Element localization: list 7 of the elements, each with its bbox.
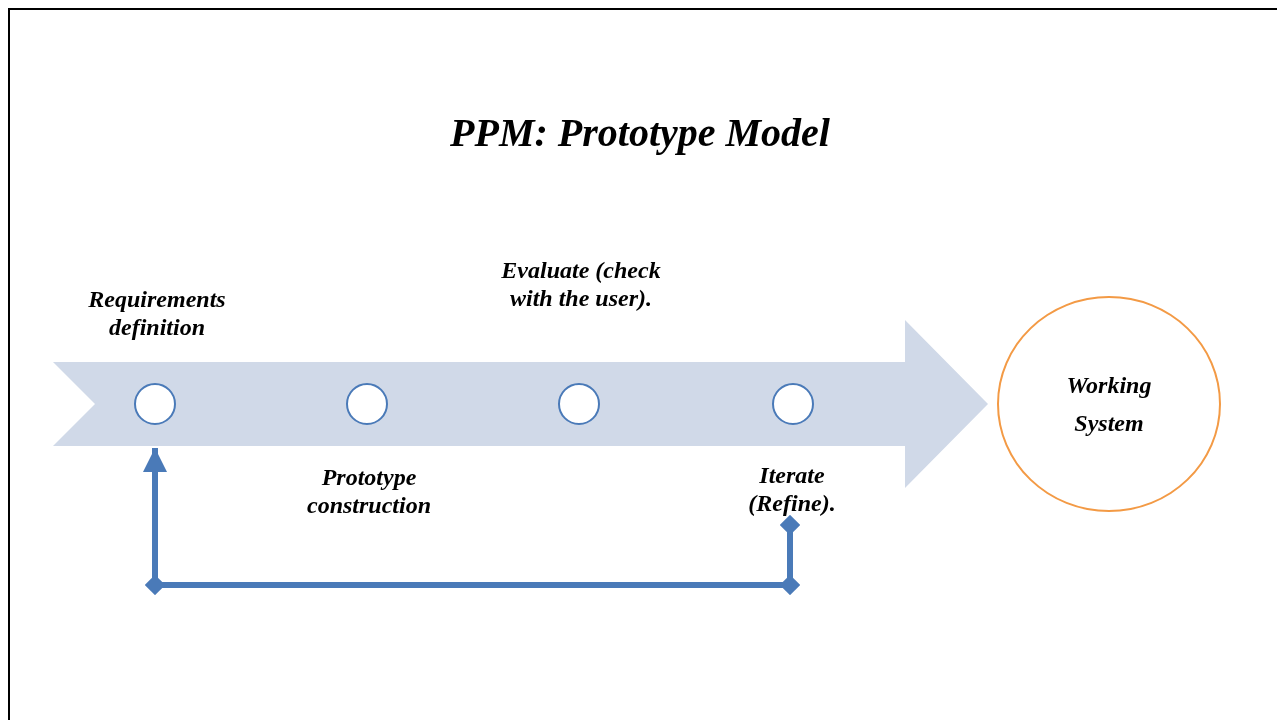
step-label: Evaluate (check with the user). bbox=[500, 256, 662, 312]
step-label: Iterate (Refine). bbox=[722, 461, 862, 525]
diagram-title: PPM: Prototype Model bbox=[449, 109, 831, 157]
node-label: Working System bbox=[1065, 371, 1153, 438]
feedback-arrow bbox=[143, 448, 800, 595]
step-label: Prototype construction bbox=[306, 463, 432, 519]
step-label: Requirements definition bbox=[87, 285, 227, 341]
